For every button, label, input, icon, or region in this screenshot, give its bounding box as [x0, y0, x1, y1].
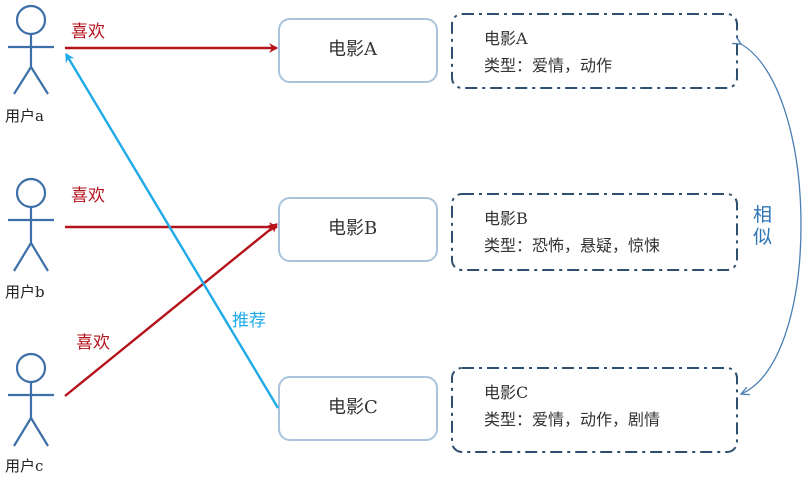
movie-label-b: 电影B [328, 218, 378, 239]
info-title-a: 电影A [484, 29, 528, 48]
info-title-c: 电影C [484, 383, 529, 402]
actor-icon-b [8, 177, 54, 272]
like-arrow-c [64, 223, 278, 397]
movie-box-b [278, 197, 438, 262]
info-box-c [451, 367, 738, 453]
user-label-c: 用户c [5, 457, 44, 475]
similar-label-char-2: 似 [753, 226, 773, 248]
like-label-b: 喜欢 [71, 186, 105, 206]
movie-box-c [278, 376, 438, 441]
like-label-a: 喜欢 [71, 22, 105, 42]
info-genres-a: 类型：爱情，动作 [484, 56, 613, 75]
like-label-c: 喜欢 [76, 333, 110, 353]
actor-icon-a [8, 4, 54, 95]
user-label-b: 用户b [5, 283, 45, 301]
info-box-b [451, 193, 738, 271]
recommend-arrow [64, 53, 280, 409]
info-genres-c: 类型：爱情，动作，剧情 [484, 410, 661, 429]
actor-icon-c [8, 352, 54, 447]
info-genres-b: 类型：恐怖，悬疑，惊悚 [484, 236, 661, 255]
movie-label-c: 电影C [328, 397, 378, 418]
movie-box-a [278, 18, 438, 83]
info-box-a [451, 13, 738, 89]
user-label-a: 用户a [5, 107, 44, 125]
recommend-label: 推荐 [232, 311, 266, 331]
movie-label-a: 电影A [328, 39, 377, 60]
similar-arc [741, 44, 802, 394]
info-title-b: 电影B [484, 209, 528, 228]
similar-label-char-1: 相 [753, 204, 773, 226]
